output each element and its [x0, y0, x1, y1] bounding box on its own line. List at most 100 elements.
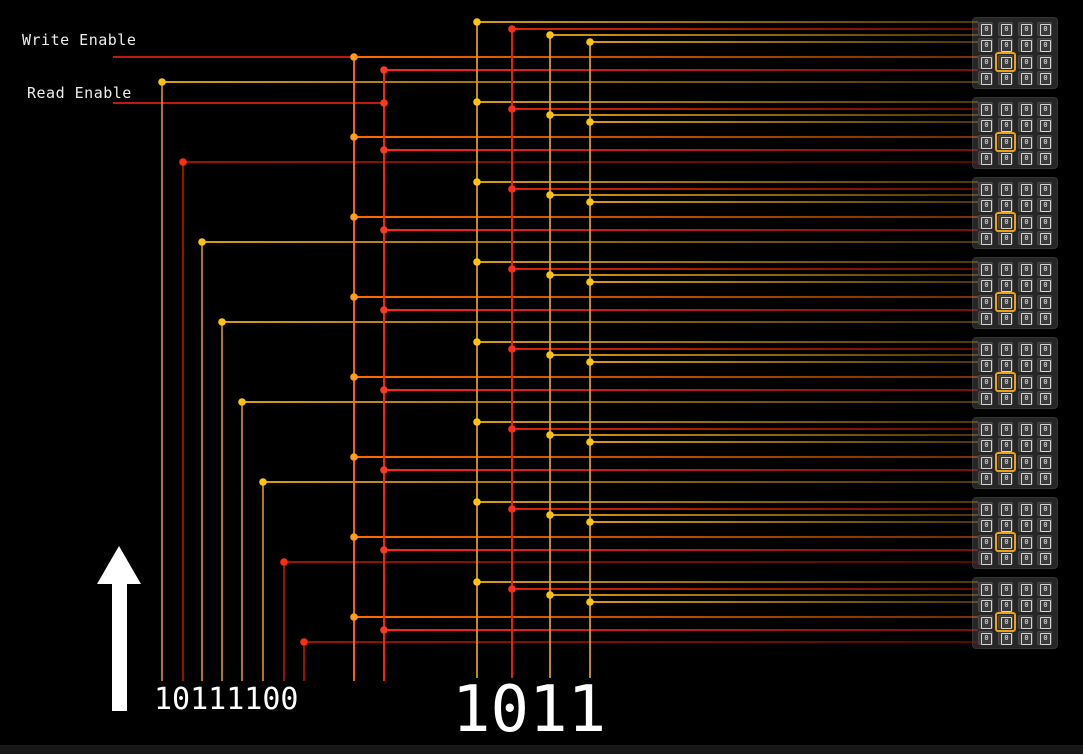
memory-cell: 0 [1037, 358, 1052, 372]
memory-cell: 0 [978, 518, 993, 532]
memory-cell: 0 [1037, 582, 1052, 596]
bottom-bar [0, 745, 1083, 754]
memory-cell: 0 [1018, 215, 1033, 229]
wire-junction-dot [380, 226, 388, 234]
memory-cell-value: 0 [981, 440, 992, 452]
memory-cell-value: 0 [1001, 264, 1012, 276]
memory-cell: 0 [1037, 198, 1052, 212]
address-input-value: 1011 [452, 673, 607, 747]
memory-cell-value: 0 [1021, 217, 1032, 229]
memory-cell-value: 0 [1021, 553, 1032, 565]
memory-cell: 0 [1018, 311, 1033, 325]
wire-horizontal [384, 69, 978, 71]
memory-cell: 0 [1018, 102, 1033, 116]
wire-vertical [201, 242, 203, 681]
memory-cell-value: 0 [1021, 360, 1032, 372]
memory-cell-value: 0 [1040, 504, 1051, 516]
wire-horizontal [354, 376, 978, 378]
wire-junction-dot [473, 418, 481, 426]
memory-cell: 0 [978, 231, 993, 245]
wire-horizontal [590, 281, 978, 283]
memory-cell: 0 [998, 582, 1013, 596]
wire-horizontal [512, 508, 978, 510]
memory-cell-value: 0 [1021, 457, 1032, 469]
wire-horizontal [384, 309, 978, 311]
memory-cell: 0 [978, 375, 993, 389]
memory-cell: 0 [998, 198, 1013, 212]
wire-horizontal [384, 469, 978, 471]
wire-horizontal [384, 149, 978, 151]
memory-cell-value: 0 [1001, 313, 1012, 325]
wire-vertical [161, 82, 163, 681]
wire-horizontal [113, 102, 384, 104]
wire-junction-dot [586, 518, 594, 526]
memory-cell: 0 [1037, 215, 1052, 229]
memory-cell: 0 [1018, 231, 1033, 245]
memory-cell-value: 0 [981, 104, 992, 116]
wire-junction-dot [508, 25, 516, 33]
memory-cell: 0 [1018, 631, 1033, 645]
memory-cell-value: 0 [981, 24, 992, 36]
memory-cell-value: 0 [1040, 104, 1051, 116]
memory-cell: 0 [1018, 38, 1033, 52]
wire-junction-dot [350, 533, 358, 541]
wire-junction-dot [280, 558, 288, 566]
wire-junction-dot [473, 178, 481, 186]
memory-cell-value: 0 [1001, 280, 1012, 292]
memory-cell-value: 0 [1001, 137, 1012, 149]
memory-cell: 0 [1037, 311, 1052, 325]
memory-cell: 0 [1018, 455, 1033, 469]
selected-cell-highlight [995, 532, 1016, 552]
memory-cell-value: 0 [1040, 360, 1051, 372]
wire-horizontal [477, 501, 978, 503]
wire-junction-dot [546, 431, 554, 439]
memory-cell-value: 0 [1021, 600, 1032, 612]
wire-junction-dot [508, 585, 516, 593]
memory-cell-value: 0 [1021, 377, 1032, 389]
wire-vertical [589, 42, 591, 678]
memory-cell-value: 0 [1001, 520, 1012, 532]
up-arrow-icon [97, 546, 141, 711]
memory-cell-value: 0 [1001, 344, 1012, 356]
memory-cell-value: 0 [981, 40, 992, 52]
wire-horizontal [222, 321, 978, 323]
memory-cell: 0 [998, 615, 1013, 629]
memory-cell: 0 [998, 455, 1013, 469]
wire-horizontal [512, 588, 978, 590]
wire-horizontal [477, 581, 978, 583]
memory-cell-value: 0 [981, 584, 992, 596]
memory-cell-value: 0 [981, 393, 992, 405]
wire-horizontal [512, 188, 978, 190]
memory-cell-value: 0 [981, 217, 992, 229]
memory-cell: 0 [978, 455, 993, 469]
wire-horizontal [590, 441, 978, 443]
memory-cell: 0 [1018, 615, 1033, 629]
memory-cell-value: 0 [981, 297, 992, 309]
memory-cell: 0 [978, 631, 993, 645]
memory-cell: 0 [998, 262, 1013, 276]
memory-cell: 0 [998, 438, 1013, 452]
wire-junction-dot [508, 105, 516, 113]
memory-cell: 0 [1018, 391, 1033, 405]
memory-cell-value: 0 [1021, 200, 1032, 212]
memory-cell-value: 0 [981, 520, 992, 532]
memory-cell: 0 [1018, 182, 1033, 196]
memory-cell-value: 0 [981, 377, 992, 389]
wire-junction-dot [179, 158, 187, 166]
memory-cell-value: 0 [1040, 200, 1051, 212]
wire-junction-dot [473, 258, 481, 266]
memory-cell: 0 [978, 358, 993, 372]
memory-cell-value: 0 [981, 600, 992, 612]
memory-cell: 0 [998, 598, 1013, 612]
wire-horizontal [512, 28, 978, 30]
memory-cell-value: 0 [1021, 297, 1032, 309]
memory-cell: 0 [998, 502, 1013, 516]
memory-cell-value: 0 [1021, 584, 1032, 596]
wire-junction-dot [473, 338, 481, 346]
memory-cell-value: 0 [1040, 313, 1051, 325]
wire-junction-dot [508, 345, 516, 353]
